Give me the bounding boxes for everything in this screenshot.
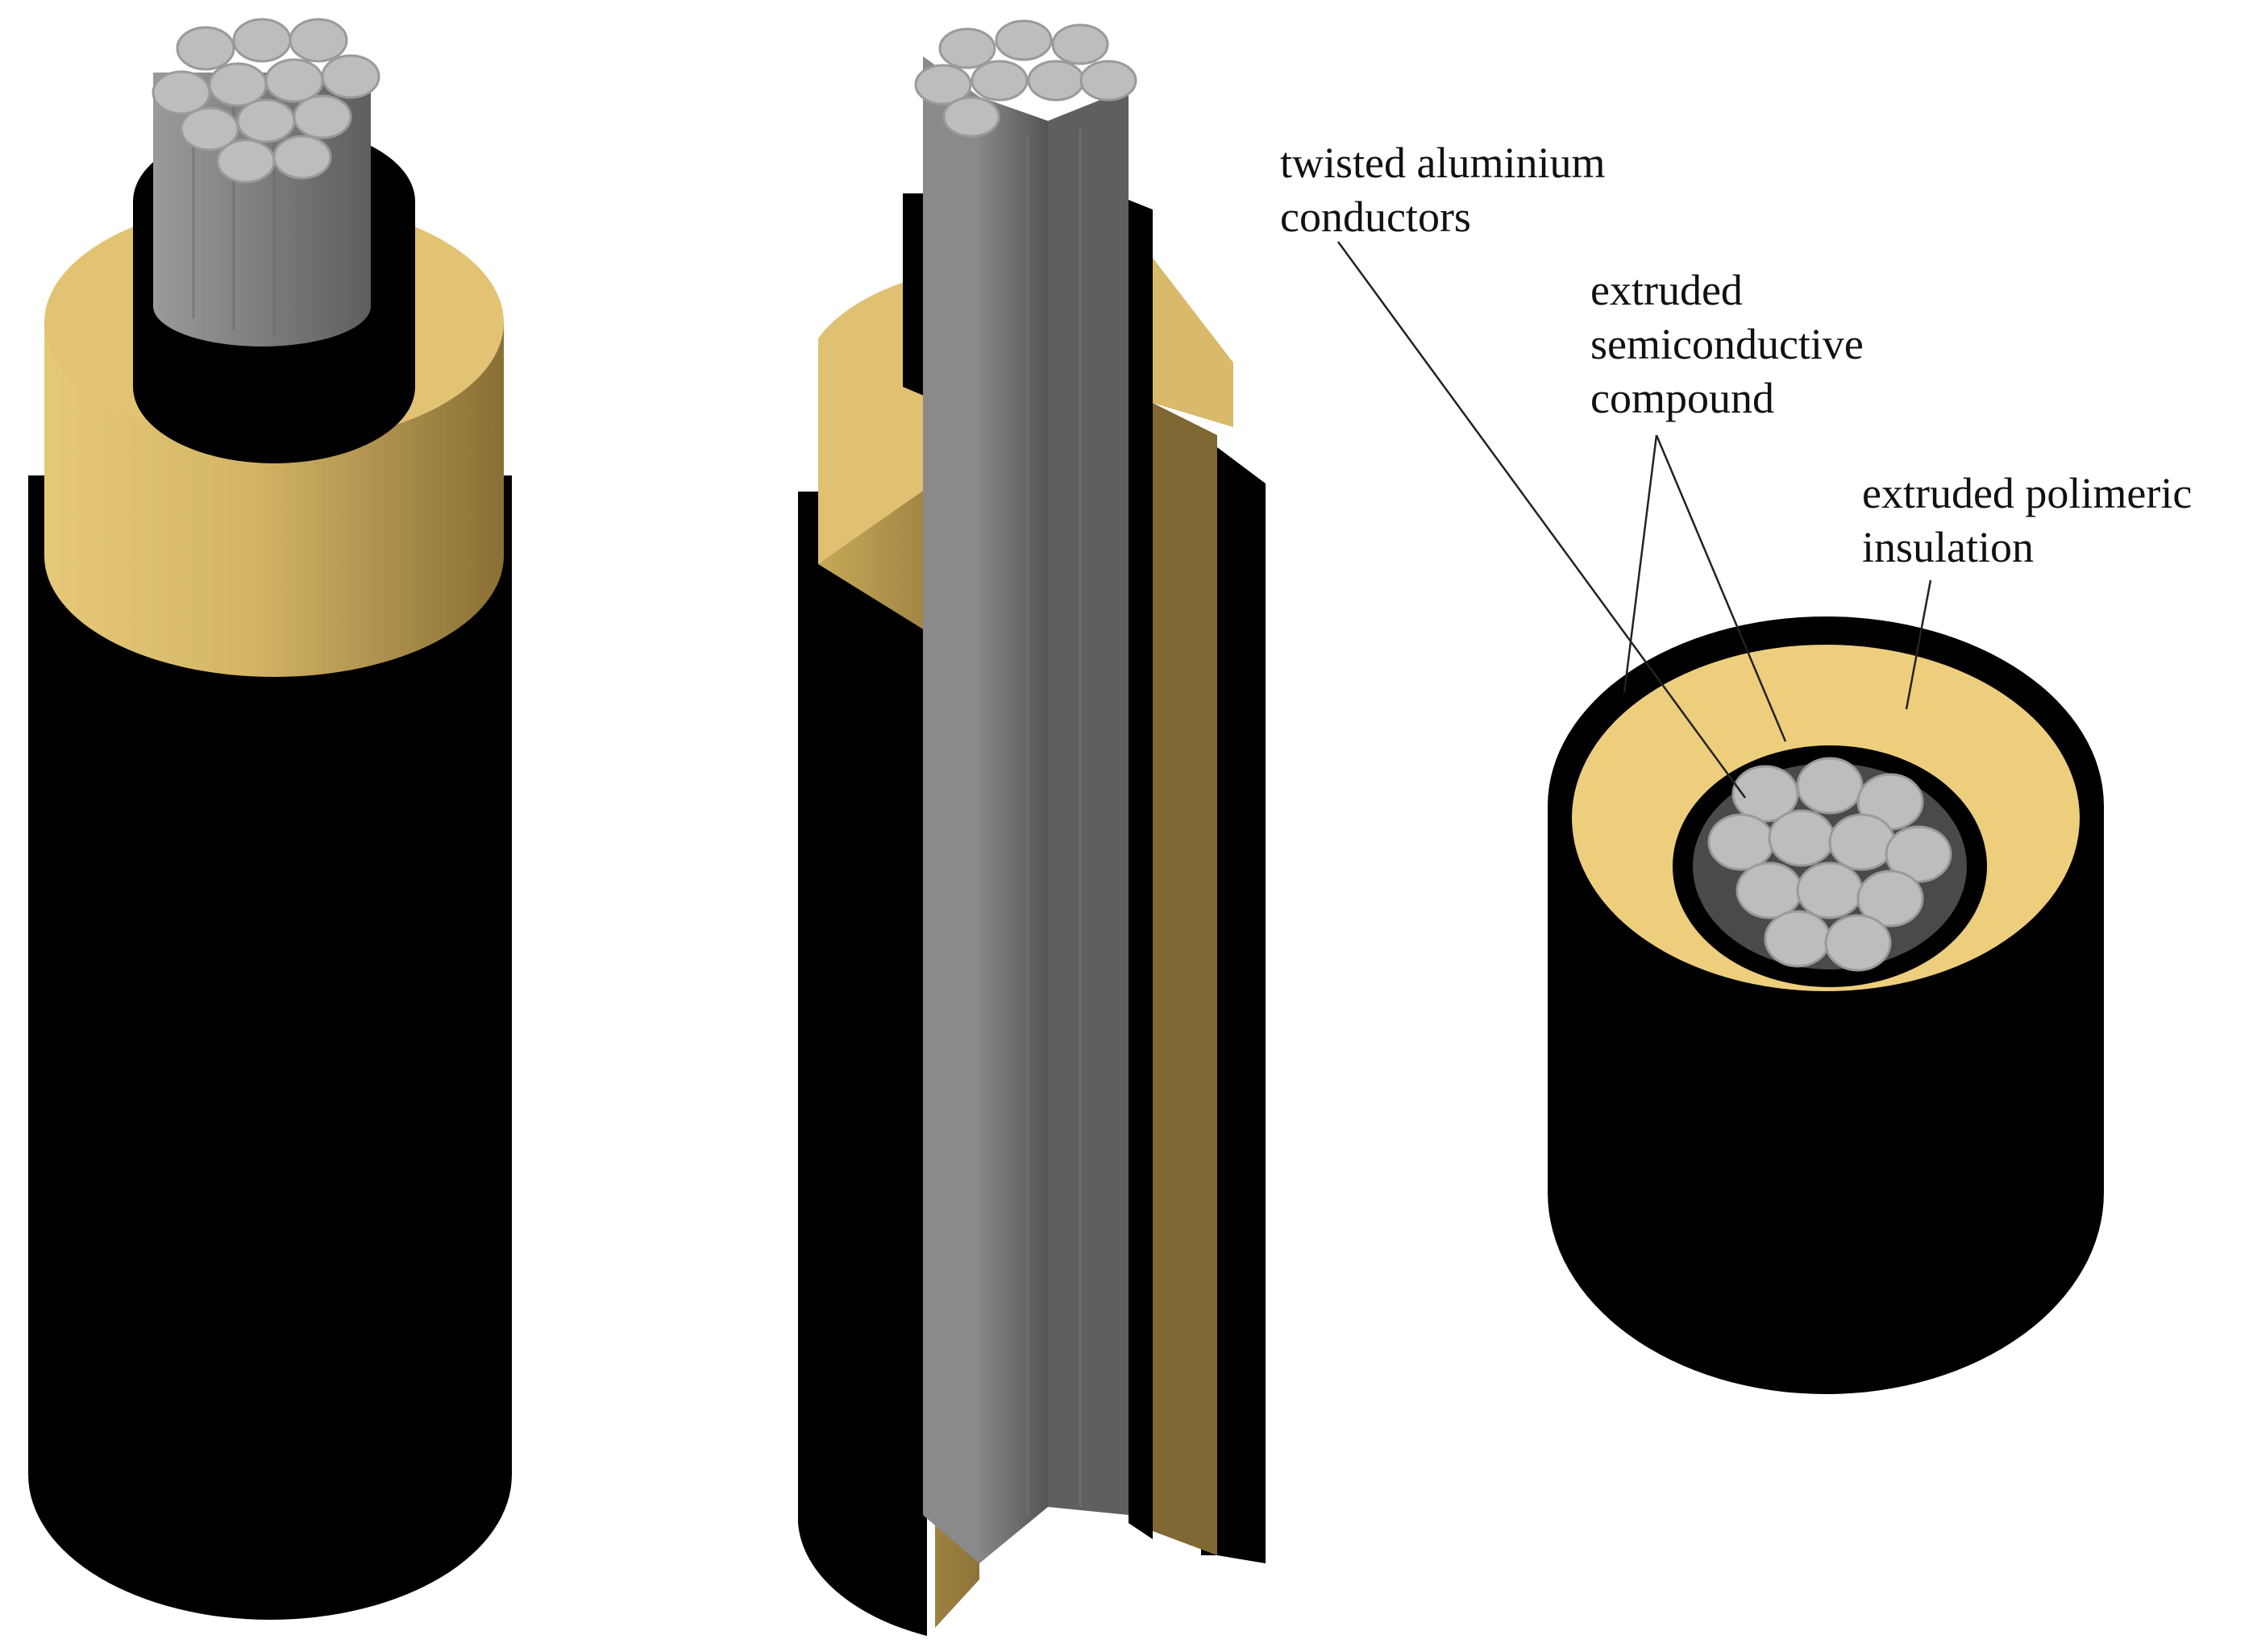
leader-semicon-inner	[1655, 434, 1787, 742]
leader-insulation	[1905, 579, 1932, 710]
label-semiconductive-line3: compound	[1590, 374, 1774, 422]
outer-sheath	[28, 475, 512, 1620]
conductor-core-cutaway	[923, 56, 979, 1563]
insulation-cutaway-right	[1153, 403, 1217, 1555]
label-semiconductive: extruded semiconductive compound	[1590, 266, 1864, 422]
leader-semicon-outer	[1623, 434, 1658, 694]
label-insulation-line1: extruded polimeric	[1862, 469, 2192, 517]
label-conductors: twisted aluminium conductors	[1280, 139, 1605, 241]
label-semiconductive-line2: semiconductive	[1590, 320, 1864, 368]
cable-cross-section	[1548, 616, 2104, 1394]
label-conductors-line1: twisted aluminium	[1280, 139, 1605, 187]
outer-sheath-cutaway	[798, 492, 927, 1636]
leader-lines	[1336, 241, 1932, 799]
conductor-strands-top	[152, 18, 380, 184]
cable-cutaway-view	[798, 19, 1266, 1636]
label-insulation: extruded polimeric insulation	[1862, 469, 2192, 571]
label-conductors-line2: conductors	[1280, 193, 1471, 241]
conductor-strands-section	[1707, 757, 1952, 972]
leader-conductors	[1336, 241, 1747, 799]
label-insulation-line2: insulation	[1862, 523, 2034, 571]
label-semiconductive-line1: extruded	[1590, 266, 1743, 314]
conductor-strands-top-cutaway	[914, 19, 1137, 138]
cable-full-view	[28, 18, 512, 1620]
